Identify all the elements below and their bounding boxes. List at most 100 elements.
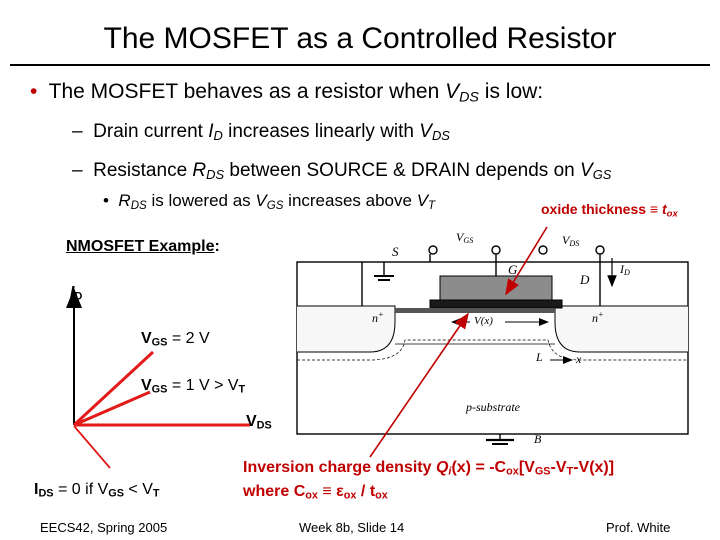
bullet-1: • The MOSFET behaves as a resistor when … [30, 80, 543, 106]
graph-x-label: VDS [246, 413, 272, 431]
device-n2-sup: + [598, 310, 604, 319]
curve1-var: V [141, 330, 152, 347]
bullet-4: • RDS is lowered as VGS increases above … [103, 191, 436, 212]
bullet-2-text-a: Drain current [93, 121, 209, 142]
inv-l2-a: where C [243, 483, 306, 500]
device-id-label: ID [620, 262, 630, 277]
inv-c-sub: ox [506, 465, 519, 478]
title-divider [10, 64, 710, 66]
inv-l1-b: (x) = -C [451, 459, 507, 476]
gate-minus-circle [491, 245, 501, 255]
depletion-boundary [297, 339, 688, 361]
bullet-3-var1: R [192, 160, 207, 181]
gate-terminal-circle [428, 245, 438, 255]
inversion-line-2: where Cox ≡ εox / tox [243, 480, 614, 504]
oxide-note-sub: ox [666, 208, 678, 220]
curve2-var: V [141, 377, 152, 394]
bullet-4-var1: R [118, 191, 131, 210]
footer-course: EECS42, Spring 2005 [40, 520, 168, 535]
drain-terminal-circle-left [538, 245, 548, 255]
curve-label-ids-zero: IDS = 0 if VGS < VT [34, 481, 160, 499]
oxide-thickness-note: oxide thickness ≡ tox [541, 201, 678, 220]
bullet-3-text-b: between SOURCE & DRAIN depends on [224, 160, 580, 181]
device-x-label: x [576, 352, 582, 366]
drain-terminal-circle [595, 245, 605, 255]
source-n-plus-region [297, 305, 396, 353]
curve3-sub: DS [38, 487, 54, 500]
inv-c2-sub: ox [305, 489, 318, 502]
inv-q-sub: i [448, 465, 452, 478]
bullet-1-sub: DS [459, 89, 479, 106]
device-n1: n [372, 311, 378, 325]
bullet-2-text-b: increases linearly with [222, 121, 420, 142]
bullet-4-var3: V [416, 191, 429, 210]
bullet-4-var2: V [255, 191, 267, 210]
device-id-var: I [620, 262, 624, 276]
graph-x-sub: DS [256, 419, 272, 432]
bullet-4-sub2: GS [266, 199, 284, 212]
oxide-note-var: t [662, 201, 667, 217]
device-body-label: B [534, 432, 542, 446]
bullet-4-sub3: T [428, 199, 436, 212]
bullet-2-var1: I [208, 121, 214, 142]
curve-vgs-1v [73, 390, 151, 427]
oxide-note-text: oxide thickness ≡ [541, 201, 662, 217]
footer-author: Prof. White [606, 520, 671, 535]
curve3-text-b: < V [123, 481, 153, 498]
bullet-3-text-a: Resistance [93, 160, 193, 181]
inversion-layer [395, 308, 555, 313]
bullet-1-text-a: The MOSFET behaves as a resistor when [48, 80, 446, 103]
bullet-2-sub2: DS [431, 128, 450, 144]
bullet-4-text-b: increases above [283, 191, 417, 210]
example-colon: : [214, 238, 220, 255]
inversion-line-1: Inversion charge density Qi(x) = -Cox[VG… [243, 456, 614, 480]
device-id-sub: D [624, 268, 630, 278]
curve3-text-a: = 0 if V [53, 481, 109, 498]
bullet-4-sub1: DS [130, 199, 147, 212]
bullet-3-sub1: DS [206, 167, 225, 183]
footer-slide-number: Week 8b, Slide 14 [299, 520, 405, 535]
bullet-1-var: V [445, 80, 460, 103]
bullet-4-text-a: is lowered as [146, 191, 256, 210]
graph-y-sub: D [74, 290, 83, 303]
bullet-3: – Resistance RDS between SOURCE & DRAIN … [72, 160, 611, 182]
curve-zero-leader [73, 425, 111, 469]
inv-l1-e: -V(x)] [573, 459, 615, 476]
example-heading: NMOSFET Example: [66, 238, 220, 256]
curve-label-vgs-2v: VGS = 2 V [141, 330, 210, 348]
inv-l1-c: [V [518, 459, 535, 476]
device-vgs-var: V [456, 230, 464, 244]
inv-l1-d: -V [550, 459, 567, 476]
inv-e-sub: ox [343, 489, 357, 502]
device-vgs-sub: GS [463, 236, 474, 246]
device-n2: n [592, 311, 598, 325]
bullet-2-sub1: D [213, 128, 223, 144]
bullet-marker: • [103, 191, 109, 210]
curve-label-vgs-1v: VGS = 1 V > VT [141, 377, 245, 395]
bullet-3-var2: V [580, 160, 593, 181]
gate-electrode [439, 275, 553, 303]
curve3-sub3: T [152, 487, 160, 500]
device-vgs-label: VGS [456, 230, 473, 245]
curve2-sub2: T [238, 383, 246, 396]
bullet-2-var2: V [419, 121, 432, 142]
device-vds-var: V [562, 233, 570, 247]
inv-t-sub: T [566, 465, 574, 478]
device-source-n-plus-label: n+ [372, 310, 384, 326]
curve1-sub: GS [151, 336, 168, 349]
inv-l2-b: ≡ ε [317, 483, 344, 500]
dash-marker: – [72, 121, 83, 142]
inversion-charge-equation: Inversion charge density Qi(x) = -Cox[VG… [243, 456, 614, 504]
bullet-3-sub2: GS [592, 167, 612, 183]
device-n1-sup: + [378, 310, 384, 319]
device-substrate-label: p-substrate [466, 400, 520, 414]
bullet-marker: • [30, 80, 38, 103]
inv-l1-a: Inversion charge density [243, 459, 436, 476]
curve2-sub: GS [151, 383, 168, 396]
inv-t2-sub: ox [375, 489, 388, 502]
curve2-text: = 1 V > V [167, 377, 239, 394]
inv-l2-c: / t [356, 483, 376, 500]
example-label: NMOSFET Example [66, 238, 215, 255]
